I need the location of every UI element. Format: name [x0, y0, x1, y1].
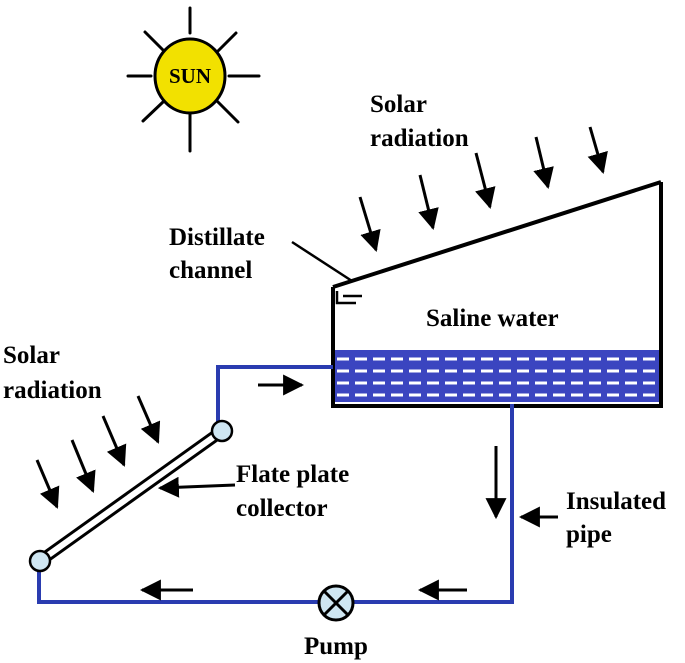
- sun-icon: [126, 6, 261, 153]
- flow-arrows: [139, 374, 507, 601]
- distillate-channel-label-line2: channel: [169, 257, 252, 284]
- collector-pointer: [157, 476, 236, 498]
- solar-radiation-arrows-collector: [35, 395, 161, 509]
- solar-radiation-left-label-line2: radiation: [3, 377, 102, 404]
- solar-still-basin: [331, 180, 663, 408]
- solar-radiation-arrows-still: [358, 126, 608, 253]
- distillate-channel-label-line1: Distillate: [169, 224, 265, 251]
- collector-label-line2: collector: [236, 495, 328, 522]
- solar-radiation-label-line2: radiation: [370, 125, 469, 152]
- solar-radiation-left-label-line1: Solar: [3, 342, 60, 369]
- saline-water-label: Saline water: [426, 305, 559, 332]
- solar-radiation-label-line1: Solar: [370, 91, 427, 118]
- insulated-pipe-loop: [37, 365, 514, 604]
- pump-icon: [317, 584, 355, 622]
- sun-label: SUN: [169, 64, 211, 88]
- flat-plate-collector: [28, 419, 234, 573]
- insulated-pipe-label-line2: pipe: [566, 521, 612, 548]
- pump-label: Pump: [304, 633, 368, 660]
- collector-label-line1: Flate plate: [236, 461, 349, 488]
- insulated-pipe-label-line1: Insulated: [566, 488, 666, 515]
- distillate-channel: [335, 291, 362, 305]
- distillate-pointer: [291, 240, 353, 283]
